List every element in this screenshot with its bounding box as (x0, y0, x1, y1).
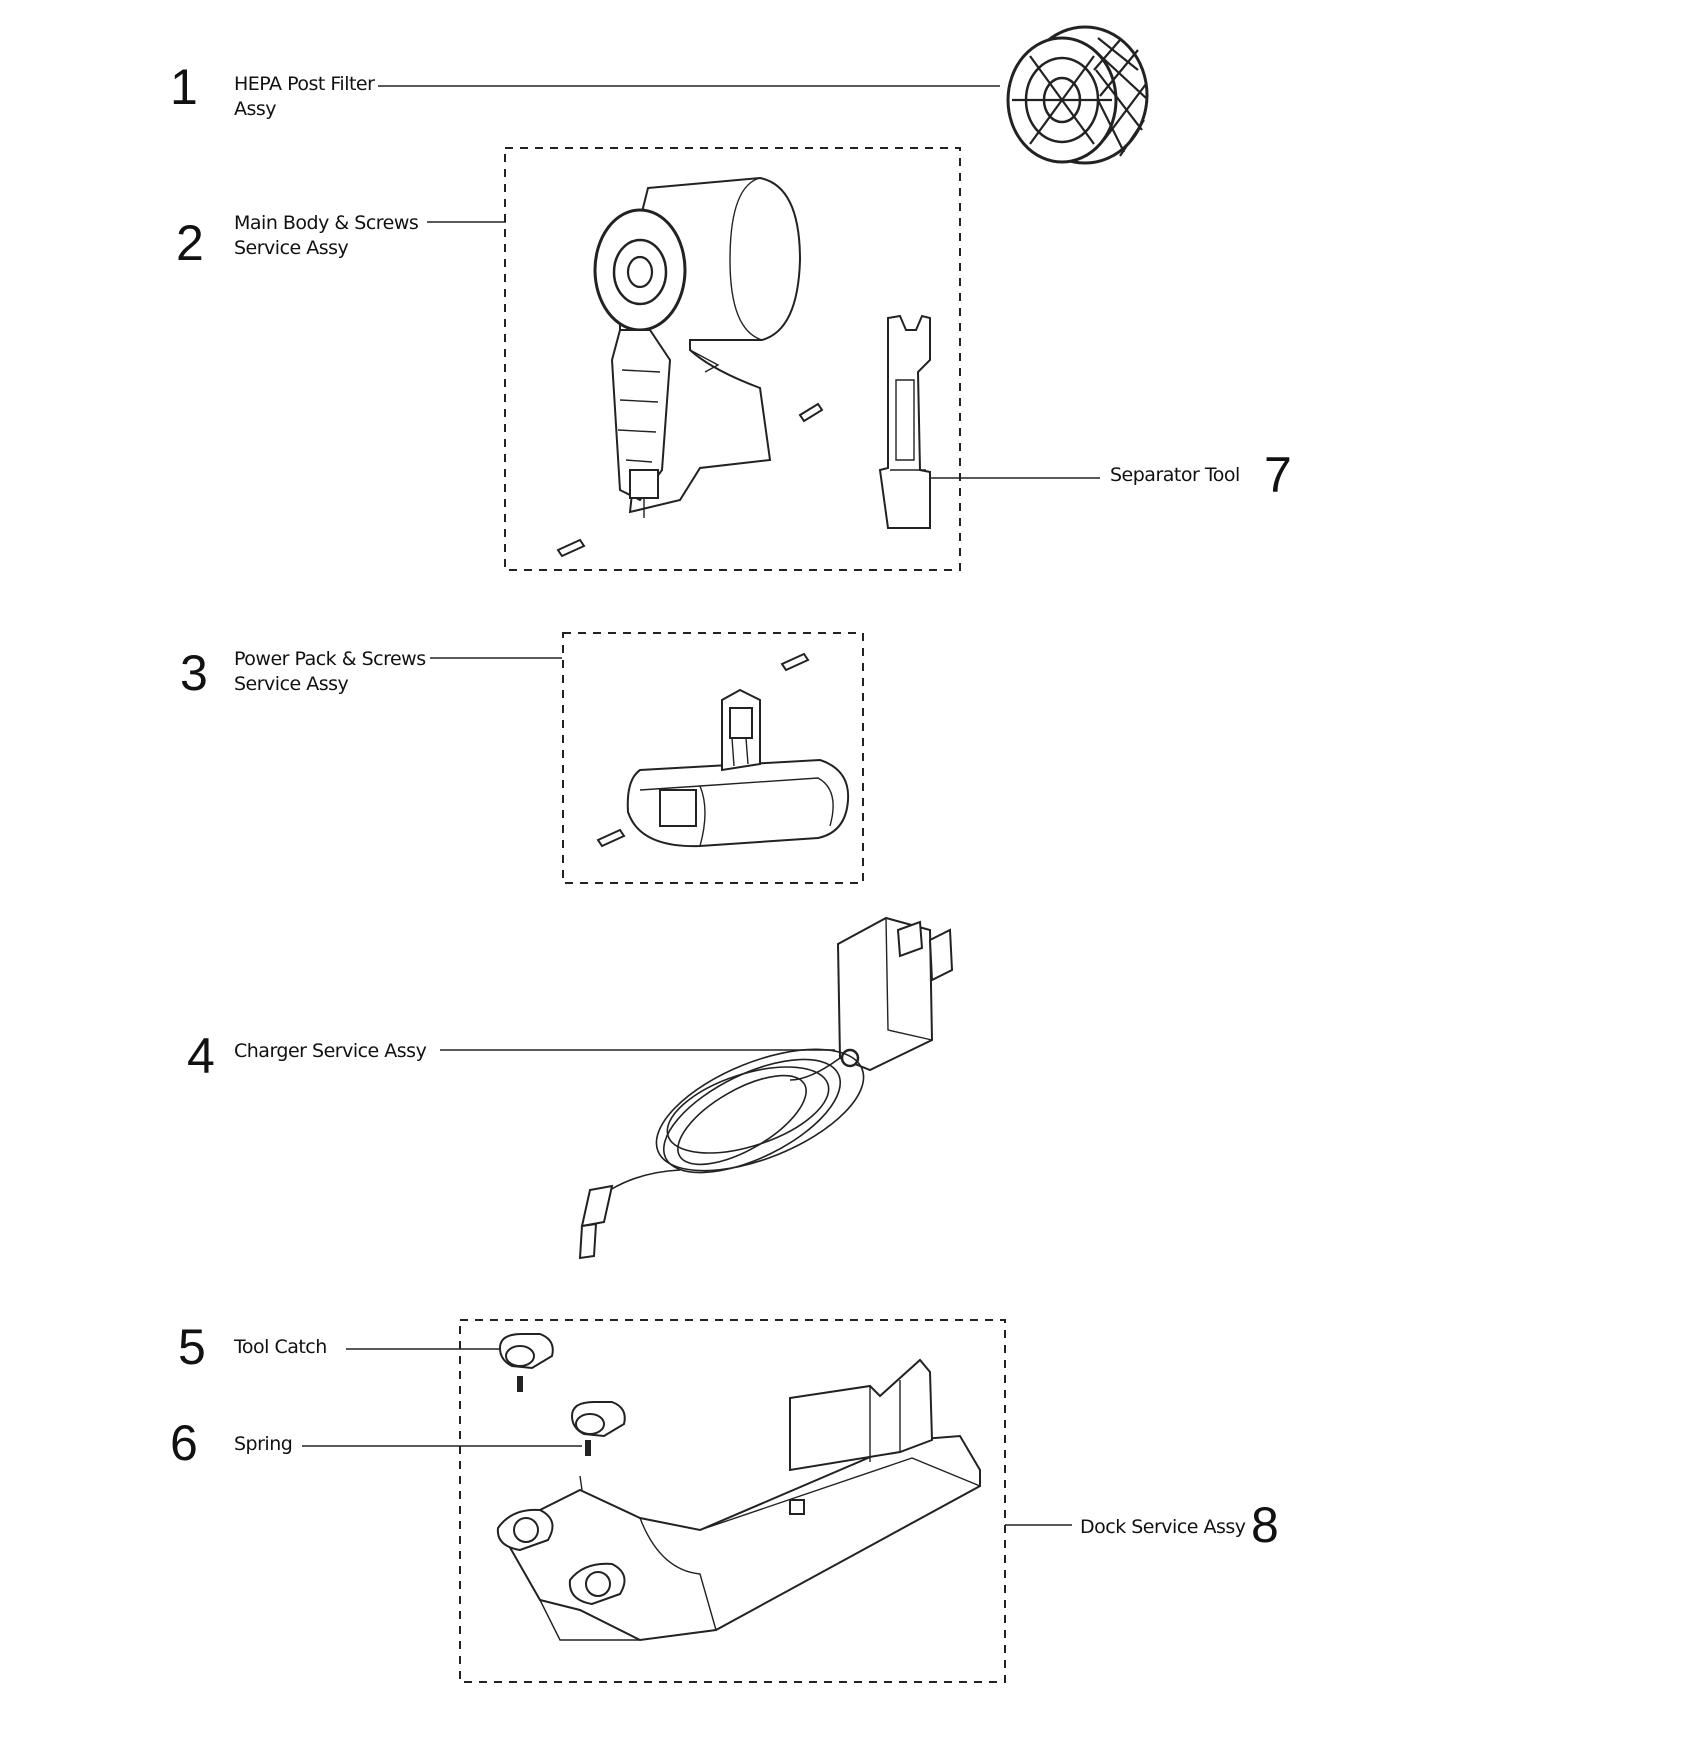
group-box-main-body (504, 147, 961, 571)
part-number-8: 8 (1251, 1497, 1279, 1553)
part-label-3-line-1: Power Pack & Screws (234, 648, 426, 670)
part-number-5: 5 (178, 1319, 206, 1375)
part-label-5-line-1: Tool Catch (234, 1336, 327, 1358)
hepa-filter-illustration (1006, 25, 1149, 165)
part-number-3: 3 (180, 645, 208, 701)
main-body-illustration (556, 176, 931, 558)
part-label-2-line-1: Main Body & Screws (234, 212, 419, 234)
part-label-8-line-1: Dock Service Assy (1080, 1516, 1246, 1538)
part-label-5: Tool Catch (234, 1335, 327, 1360)
charger-illustration (578, 916, 954, 1260)
part-number-2: 2 (176, 215, 204, 271)
part-label-2-line-2: Service Assy (234, 237, 349, 259)
tool-catch-illustration (498, 1333, 626, 1438)
part-label-1-line-1: HEPA Post Filter (234, 73, 375, 95)
part-number-6: 6 (170, 1415, 198, 1471)
part-label-4-line-1: Charger Service Assy (234, 1040, 427, 1062)
group-box-power-pack (562, 632, 864, 884)
part-label-1-line-2: Assy (234, 98, 277, 120)
group-box-dock (459, 1319, 1006, 1683)
part-label-3-line-2: Service Assy (234, 673, 349, 695)
part-number-4: 4 (187, 1028, 215, 1084)
part-label-6-line-1: Spring (234, 1433, 293, 1455)
spring-illustration (517, 1376, 591, 1456)
part-label-7: Separator Tool (1110, 463, 1240, 488)
part-number-1: 1 (170, 59, 198, 115)
part-label-4: Charger Service Assy (234, 1039, 427, 1064)
power-pack-illustration (596, 652, 850, 848)
part-label-2: Main Body & Screws Service Assy (234, 211, 419, 261)
part-label-7-line-1: Separator Tool (1110, 464, 1240, 486)
dock-illustration (496, 1358, 981, 1642)
part-number-7: 7 (1264, 447, 1292, 503)
part-label-8: Dock Service Assy (1080, 1515, 1246, 1540)
part-label-6: Spring (234, 1432, 293, 1457)
part-label-3: Power Pack & Screws Service Assy (234, 647, 426, 697)
part-label-1: HEPA Post Filter Assy (234, 72, 375, 122)
